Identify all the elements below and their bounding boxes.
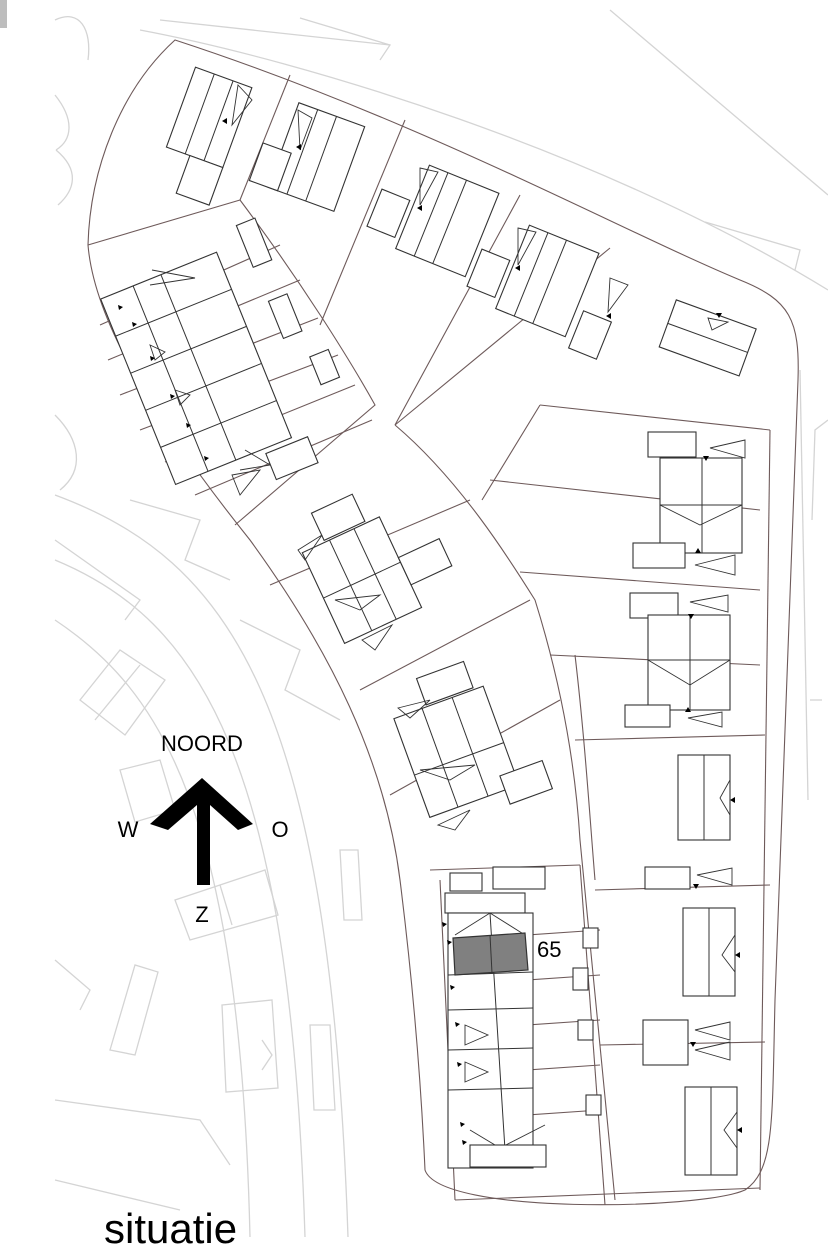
plot-number-label: 65	[537, 937, 561, 962]
buildings	[99, 66, 757, 1176]
compass-north-label: NOORD	[161, 731, 243, 756]
compass-west-label: W	[118, 817, 139, 842]
compass-east-label: O	[271, 817, 288, 842]
window-corner-tab	[0, 0, 7, 28]
entrance-markers	[118, 118, 742, 1145]
highlighted-plot[interactable]	[452, 932, 529, 976]
compass: NOORD W O Z	[118, 731, 289, 927]
parcel-lines	[87, 39, 799, 1206]
compass-south-label: Z	[195, 902, 208, 927]
surrounding-context	[54, 9, 828, 1237]
caption-title: situatie	[104, 1205, 238, 1252]
north-arrow-icon	[150, 778, 253, 885]
